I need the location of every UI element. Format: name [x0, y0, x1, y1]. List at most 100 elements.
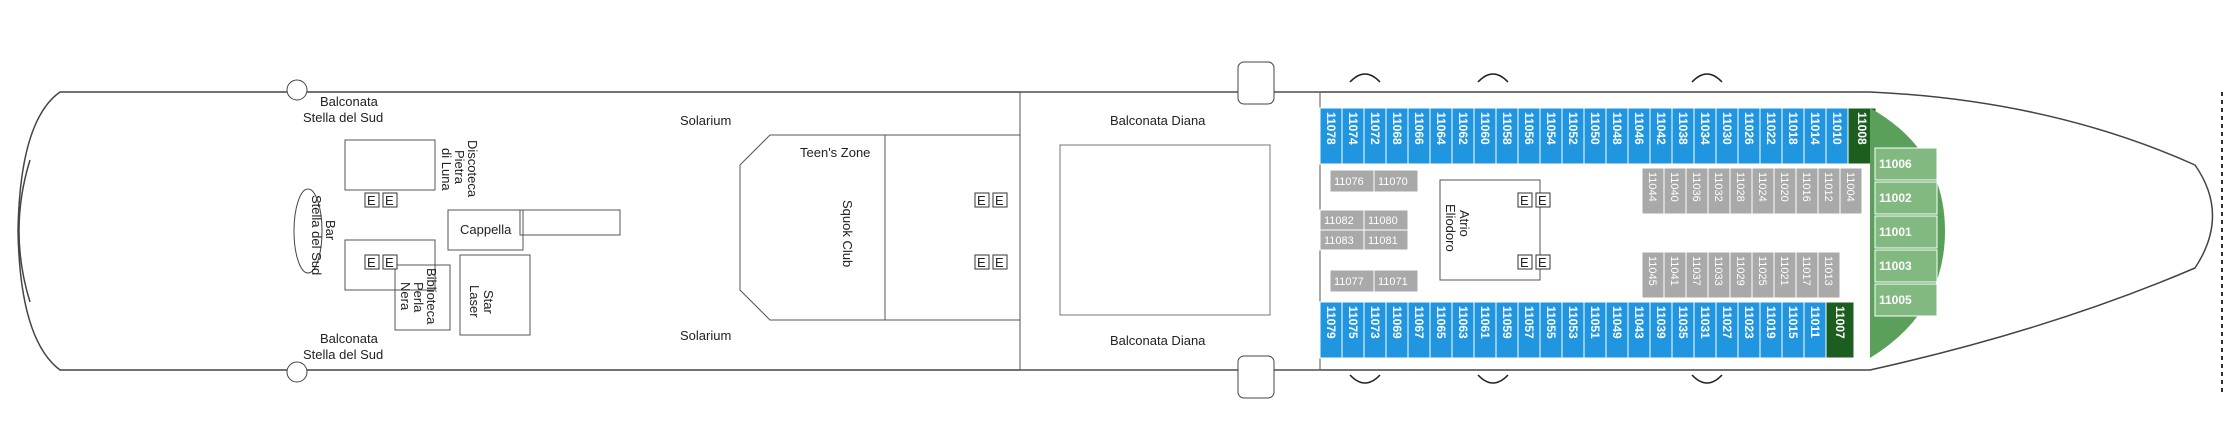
cabin-11038[interactable]: 11038	[1671, 107, 1695, 165]
cabin-number: 11042	[1654, 112, 1668, 145]
cabin-11027[interactable]: 11027	[1715, 301, 1739, 359]
cabin-11063[interactable]: 11063	[1451, 301, 1475, 359]
cabin-11017[interactable]: 11017	[1795, 251, 1819, 299]
cabin-11002[interactable]: 11002	[1874, 181, 1938, 215]
cabin-11055[interactable]: 11055	[1539, 301, 1563, 359]
cabin-11065[interactable]: 11065	[1429, 301, 1453, 359]
cabin-11044[interactable]: 11044	[1641, 167, 1665, 215]
cabin-11007[interactable]: 11007	[1825, 301, 1855, 359]
cabin-11021[interactable]: 11021	[1773, 251, 1797, 299]
cabin-11052[interactable]: 11052	[1561, 107, 1585, 165]
cabin-11005[interactable]: 11005	[1874, 283, 1938, 317]
cabin-11020[interactable]: 11020	[1773, 167, 1797, 215]
tender-arrow-icon	[1349, 374, 1381, 384]
cabin-11071[interactable]: 11071	[1373, 269, 1419, 293]
cabin-11062[interactable]: 11062	[1451, 107, 1475, 165]
cabin-11076[interactable]: 11076	[1329, 169, 1375, 193]
cabin-11054[interactable]: 11054	[1539, 107, 1563, 165]
cabin-11082[interactable]: 11082	[1319, 209, 1365, 231]
cabin-11079[interactable]: 11079	[1319, 301, 1343, 359]
cabin-11051[interactable]: 11051	[1583, 301, 1607, 359]
cabin-11016[interactable]: 11016	[1795, 167, 1819, 215]
cabin-11040[interactable]: 11040	[1663, 167, 1687, 215]
cabin-number: 11002	[1879, 191, 1912, 205]
cabin-11018[interactable]: 11018	[1781, 107, 1805, 165]
cabin-number: 11045	[1646, 256, 1658, 286]
cabin-11045[interactable]: 11045	[1641, 251, 1665, 299]
cabin-11037[interactable]: 11037	[1685, 251, 1709, 299]
cabin-11032[interactable]: 11032	[1707, 167, 1731, 215]
cabin-11072[interactable]: 11072	[1363, 107, 1387, 165]
cabin-11049[interactable]: 11049	[1605, 301, 1629, 359]
cabin-11058[interactable]: 11058	[1495, 107, 1519, 165]
cabin-11057[interactable]: 11057	[1517, 301, 1541, 359]
cabin-11043[interactable]: 11043	[1627, 301, 1651, 359]
cabin-11077[interactable]: 11077	[1329, 269, 1375, 293]
cabin-11070[interactable]: 11070	[1373, 169, 1419, 193]
cabin-11069[interactable]: 11069	[1385, 301, 1409, 359]
cabin-11004[interactable]: 11004	[1839, 167, 1863, 215]
cabin-11003[interactable]: 11003	[1874, 249, 1938, 283]
cabin-11059[interactable]: 11059	[1495, 301, 1519, 359]
cabin-11083[interactable]: 11083	[1319, 229, 1365, 251]
cabin-11011[interactable]: 11011	[1803, 301, 1827, 359]
cabin-11080[interactable]: 11080	[1363, 209, 1409, 231]
cabin-11073[interactable]: 11073	[1363, 301, 1387, 359]
cabin-11033[interactable]: 11033	[1707, 251, 1731, 299]
cabin-number: 11053	[1566, 306, 1580, 339]
cabin-11067[interactable]: 11067	[1407, 301, 1431, 359]
cabin-11046[interactable]: 11046	[1627, 107, 1651, 165]
diana-stage	[1059, 144, 1271, 316]
label-discoteca-2: Pietra	[452, 150, 467, 185]
tender-arrow-icon	[1477, 374, 1509, 384]
cabin-11010[interactable]: 11010	[1825, 107, 1849, 165]
cabin-11030[interactable]: 11030	[1715, 107, 1739, 165]
cabin-11042[interactable]: 11042	[1649, 107, 1673, 165]
cabin-11001[interactable]: 11001	[1874, 215, 1938, 249]
cabin-number: 11050	[1588, 112, 1602, 145]
cabin-11022[interactable]: 11022	[1759, 107, 1783, 165]
elevator-label: E	[977, 255, 986, 270]
cabin-box	[1874, 181, 1938, 215]
cabin-11013[interactable]: 11013	[1817, 251, 1841, 299]
cabin-11036[interactable]: 11036	[1685, 167, 1709, 215]
cabin-11034[interactable]: 11034	[1693, 107, 1717, 165]
cabin-11029[interactable]: 11029	[1729, 251, 1753, 299]
cabin-11026[interactable]: 11026	[1737, 107, 1761, 165]
cabin-11028[interactable]: 11028	[1729, 167, 1753, 215]
elevator-label: E	[1520, 255, 1529, 270]
cabin-11066[interactable]: 11066	[1407, 107, 1431, 165]
cabin-11074[interactable]: 11074	[1341, 107, 1365, 165]
cabin-11075[interactable]: 11075	[1341, 301, 1365, 359]
cabin-11039[interactable]: 11039	[1649, 301, 1673, 359]
cabin-number: 11043	[1632, 306, 1646, 339]
cabin-11081[interactable]: 11081	[1363, 229, 1409, 251]
cabin-number: 11015	[1786, 306, 1800, 339]
cabin-11053[interactable]: 11053	[1561, 301, 1585, 359]
cabin-11050[interactable]: 11050	[1583, 107, 1607, 165]
cabin-11019[interactable]: 11019	[1759, 301, 1783, 359]
cabin-box	[1373, 169, 1419, 193]
cabin-number: 11012	[1822, 172, 1834, 202]
cabin-11024[interactable]: 11024	[1751, 167, 1775, 215]
cabin-11060[interactable]: 11060	[1473, 107, 1497, 165]
label-balconata-diana-top: Balconata Diana	[1110, 113, 1206, 128]
cabin-number: 11007	[1833, 306, 1847, 339]
cabin-11025[interactable]: 11025	[1751, 251, 1775, 299]
cabin-11012[interactable]: 11012	[1817, 167, 1841, 215]
cabin-11014[interactable]: 11014	[1803, 107, 1827, 165]
cabin-box	[1874, 147, 1938, 181]
cabin-11023[interactable]: 11023	[1737, 301, 1761, 359]
cabin-11068[interactable]: 11068	[1385, 107, 1409, 165]
cabin-11006[interactable]: 11006	[1874, 147, 1938, 181]
cabin-11031[interactable]: 11031	[1693, 301, 1717, 359]
cabin-11061[interactable]: 11061	[1473, 301, 1497, 359]
cabin-11056[interactable]: 11056	[1517, 107, 1541, 165]
cabin-11078[interactable]: 11078	[1319, 107, 1343, 165]
cabin-11035[interactable]: 11035	[1671, 301, 1695, 359]
cabin-11041[interactable]: 11041	[1663, 251, 1687, 299]
cabin-11048[interactable]: 11048	[1605, 107, 1629, 165]
cabin-11064[interactable]: 11064	[1429, 107, 1453, 165]
cabin-11015[interactable]: 11015	[1781, 301, 1805, 359]
